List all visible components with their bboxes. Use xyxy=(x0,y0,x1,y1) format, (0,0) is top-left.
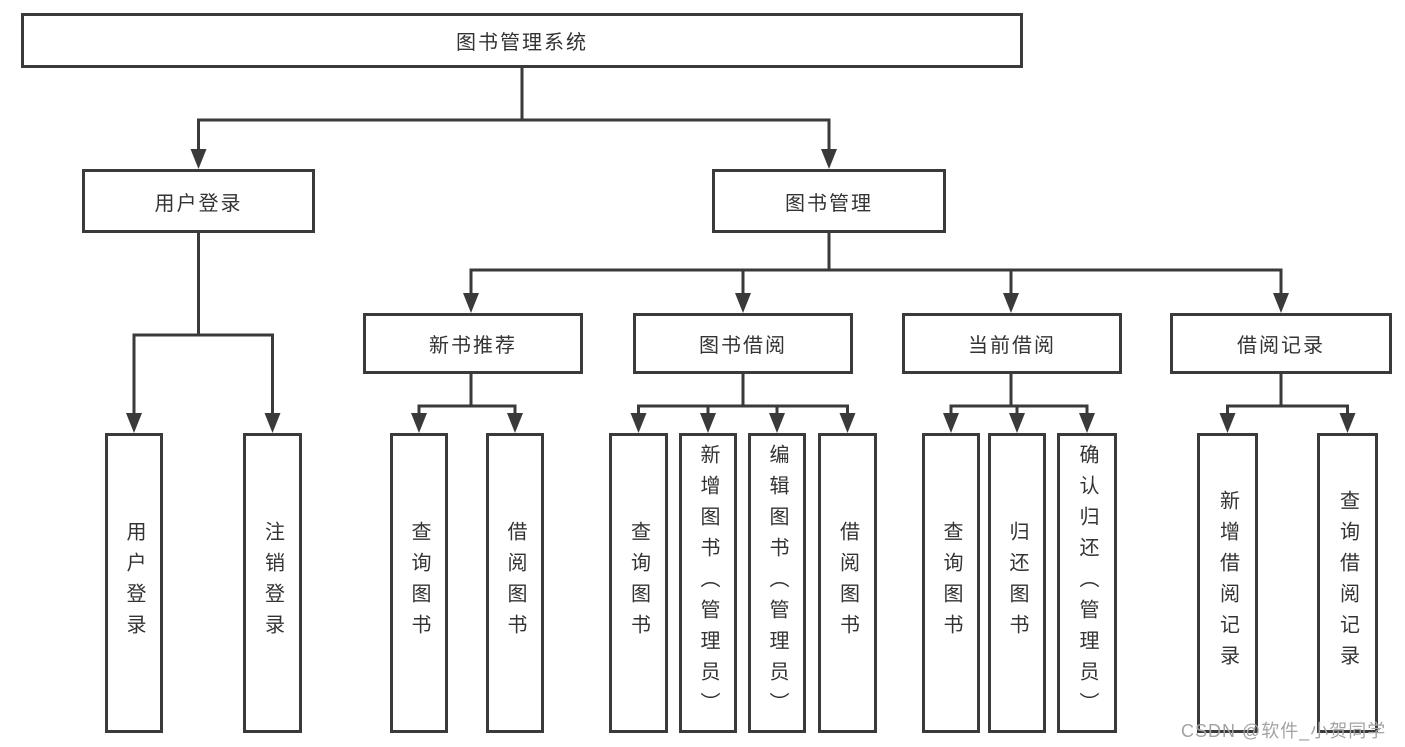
leaf-query-books-recommend-label: 查询图书 xyxy=(408,521,430,645)
leaf-user-login-label: 用户登录 xyxy=(123,521,145,645)
leaf-edit-book-admin-label: 编辑图书（管理员） xyxy=(766,443,788,723)
node-borrowing-records-label: 借阅记录 xyxy=(1237,335,1325,357)
leaf-query-books-borrowing-label: 查询图书 xyxy=(627,521,650,645)
leaf-return-book-label: 归还图书 xyxy=(1006,521,1028,645)
leaf-logout-label: 注销登录 xyxy=(261,521,284,645)
leaf-add-borrow-record-label: 新增借阅记录 xyxy=(1216,490,1239,676)
node-new-book-recommend-label: 新书推荐 xyxy=(429,335,517,357)
leaf-add-book-admin-label: 新增图书（管理员） xyxy=(697,443,719,723)
node-new-book-recommend: 新书推荐 xyxy=(363,313,583,374)
leaf-confirm-return-admin-label: 确认归还（管理员） xyxy=(1076,443,1098,723)
node-book-management: 图书管理 xyxy=(712,169,946,233)
node-user-login-label: 用户登录 xyxy=(154,192,243,215)
leaf-user-login: 用户登录 xyxy=(105,433,163,733)
leaf-return-book: 归还图书 xyxy=(988,433,1046,733)
leaf-query-books-current-label: 查询图书 xyxy=(940,521,962,645)
node-book-management-label: 图书管理 xyxy=(785,192,873,215)
leaf-confirm-return-admin: 确认归还（管理员） xyxy=(1057,433,1117,733)
leaf-query-books-current: 查询图书 xyxy=(922,433,980,733)
node-book-borrowing: 图书借阅 xyxy=(633,313,853,374)
leaf-borrow-books-recommend-label: 借阅图书 xyxy=(504,521,526,645)
leaf-logout: 注销登录 xyxy=(243,433,302,733)
node-current-borrowing: 当前借阅 xyxy=(902,313,1122,374)
node-current-borrowing-label: 当前借阅 xyxy=(968,335,1056,357)
node-root-label: 图书管理系统 xyxy=(456,32,588,54)
leaf-borrow-books-recommend: 借阅图书 xyxy=(486,433,544,733)
leaf-borrow-books-borrowing: 借阅图书 xyxy=(818,433,877,733)
leaf-query-borrow-record: 查询借阅记录 xyxy=(1317,433,1378,733)
watermark: CSDN @软件_小贺同学 xyxy=(1181,721,1387,741)
leaf-edit-book-admin: 编辑图书（管理员） xyxy=(748,433,806,733)
leaf-add-borrow-record: 新增借阅记录 xyxy=(1197,433,1258,733)
node-root: 图书管理系统 xyxy=(21,13,1023,68)
node-user-login: 用户登录 xyxy=(82,169,315,233)
leaf-add-book-admin: 新增图书（管理员） xyxy=(679,433,737,733)
node-book-borrowing-label: 图书借阅 xyxy=(699,335,787,357)
leaf-borrow-books-borrowing-label: 借阅图书 xyxy=(836,521,859,645)
leaf-query-books-recommend: 查询图书 xyxy=(390,433,448,733)
leaf-query-borrow-record-label: 查询借阅记录 xyxy=(1336,490,1359,676)
node-borrowing-records: 借阅记录 xyxy=(1170,313,1392,374)
leaf-query-books-borrowing: 查询图书 xyxy=(609,433,668,733)
